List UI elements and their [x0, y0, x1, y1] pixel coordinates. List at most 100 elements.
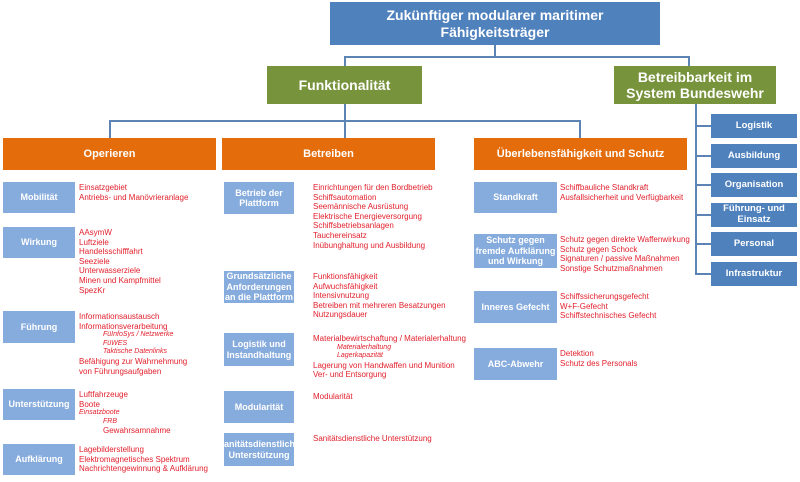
category-item: Informationsverarbeitung: [79, 321, 168, 331]
connector: [109, 120, 111, 138]
category-box: Schutz gegen fremde Aufklärung und Wirku…: [474, 234, 557, 268]
column-header-label: Überlebensfähigkeit und Schutz: [496, 147, 665, 160]
category-item: Luftziele: [79, 237, 109, 247]
category-label: ABC-Abwehr: [487, 358, 544, 369]
category-item: Einsatzboote: [79, 409, 120, 417]
connector: [344, 56, 689, 58]
category-item: Lagerung von Handwaffen und Munition: [313, 360, 455, 370]
category-item: Schiffsautomation: [313, 192, 377, 202]
category-item: Signaturen / passive Maßnahmen: [560, 254, 680, 264]
connector: [344, 56, 346, 66]
category-label: Modularität: [234, 401, 284, 412]
connector: [688, 56, 690, 66]
connector: [695, 104, 697, 274]
column-header: Überlebensfähigkeit und Schutz: [474, 138, 687, 170]
category-item: Seemännische Ausrüstung: [313, 202, 409, 212]
category-box: Logistik und Instandhaltung: [224, 333, 294, 366]
root-label: Zukünftiger modularer maritimer Fähigkei…: [386, 7, 604, 40]
category-item: Sanitätsdienstliche Unterstützung: [313, 434, 432, 443]
category-item: Antriebs- und Manövrieranlage: [79, 192, 189, 202]
category-item: Minen und Kampfmittel: [79, 275, 161, 285]
category-label: Grundsätzliche Anforderungen an die Plat…: [224, 271, 293, 303]
category-item: Materialbewirtschaftung / Materialerhalt…: [313, 334, 466, 343]
column-header-label: Operieren: [83, 147, 136, 160]
category-item: Schiffbauliche Standkraft: [560, 183, 649, 192]
category-item: SpezKr: [79, 285, 106, 295]
operability-item: Organisation: [711, 173, 797, 197]
operability-item-label: Organisation: [724, 178, 784, 190]
column-header-label: Betreiben: [303, 147, 354, 160]
category-label: Standkraft: [493, 192, 538, 203]
category-box: ABC-Abwehr: [474, 348, 557, 380]
category-item: Modularität: [313, 392, 353, 401]
category-item: Nutzungsdauer: [313, 310, 368, 320]
category-item: FüInfoSys / Netzwerke: [103, 331, 174, 339]
category-item: von Führungsaufgaben: [79, 366, 162, 376]
category-item: Schutz gegen direkte Waffenwirkung: [560, 235, 690, 244]
operability-item: Logistik: [711, 114, 797, 138]
category-item: Lagebilderstellung: [79, 445, 144, 454]
operability-item-label: Logistik: [735, 119, 773, 131]
category-item: Gewahrsamnahme: [103, 426, 171, 436]
category-box: Mobilität: [3, 182, 75, 213]
category-item: Schiffstechnisches Gefecht: [560, 311, 657, 321]
category-box: Unterstützung: [3, 389, 75, 420]
operability-node: Betreibbarkeit im System Bundeswehr: [614, 66, 776, 104]
category-item: Informationsaustausch: [79, 312, 160, 321]
category-items: Sanitätsdienstliche Unterstützung: [313, 434, 432, 444]
category-box: Modularität: [224, 391, 294, 423]
category-item: Funktionsfähigkeit: [313, 272, 378, 281]
category-box: Wirkung: [3, 227, 75, 258]
category-item: Befähigung zur Wahrnehmung: [79, 356, 188, 366]
category-item: Sonstige Schutzmaßnahmen: [560, 263, 663, 273]
connector: [579, 120, 581, 138]
category-label: Logistik und Instandhaltung: [226, 339, 292, 360]
category-item: Unterwasserziele: [79, 266, 141, 276]
operability-item-label: Personal: [733, 237, 775, 249]
category-item: Nachrichtengewinnung & Aufklärung: [79, 464, 208, 474]
column-header: Operieren: [3, 138, 216, 170]
category-item: Schutz gegen Schock: [560, 244, 638, 254]
root-node: Zukünftiger modularer maritimer Fähigkei…: [330, 2, 660, 45]
category-item: Seeziele: [79, 256, 110, 266]
category-item: Materialerhaltung: [337, 343, 392, 351]
operability-item-label: Infrastruktur: [725, 267, 783, 279]
category-box: Inneres Gefecht: [474, 291, 557, 323]
column-header: Betreiben: [222, 138, 435, 170]
connector: [695, 184, 711, 186]
connector: [695, 273, 711, 275]
connector: [109, 120, 581, 122]
operability-item-label: Führung- und Einsatz: [723, 203, 785, 225]
category-item: Schiffsbetriebsanlagen: [313, 221, 394, 231]
category-item: Betreiben mit mehreren Besatzungen: [313, 300, 446, 310]
operability-item: Führung- und Einsatz: [711, 203, 797, 227]
connector: [695, 214, 711, 216]
category-item: Einsatzgebiet: [79, 183, 128, 192]
category-label: Schutz gegen fremde Aufklärung und Wirku…: [475, 235, 556, 267]
category-item: Detektion: [560, 349, 594, 358]
operability-item: Infrastruktur: [711, 262, 797, 286]
category-item: AAsymW: [79, 228, 112, 237]
category-label: Mobilität: [20, 192, 58, 203]
category-item: Ver- und Entsorgung: [313, 370, 387, 380]
category-item: Taktische Datenlinks: [103, 348, 167, 356]
connector: [695, 155, 711, 157]
category-box: Standkraft: [474, 182, 557, 213]
category-item: Elektromagnetisches Spektrum: [79, 454, 190, 464]
operability-item: Personal: [711, 232, 797, 256]
category-item: Lagerkapazität: [337, 352, 383, 360]
category-item: Aufwuchsfähigkeit: [313, 281, 378, 291]
category-items: Modularität: [313, 392, 353, 402]
category-box: Aufklärung: [3, 444, 75, 475]
category-item: FüWES: [103, 339, 128, 347]
category-item: Schiffssicherungsgefecht: [560, 292, 649, 301]
category-label: Betrieb der Plattform: [235, 187, 283, 208]
category-label: Inneres Gefecht: [481, 301, 550, 312]
